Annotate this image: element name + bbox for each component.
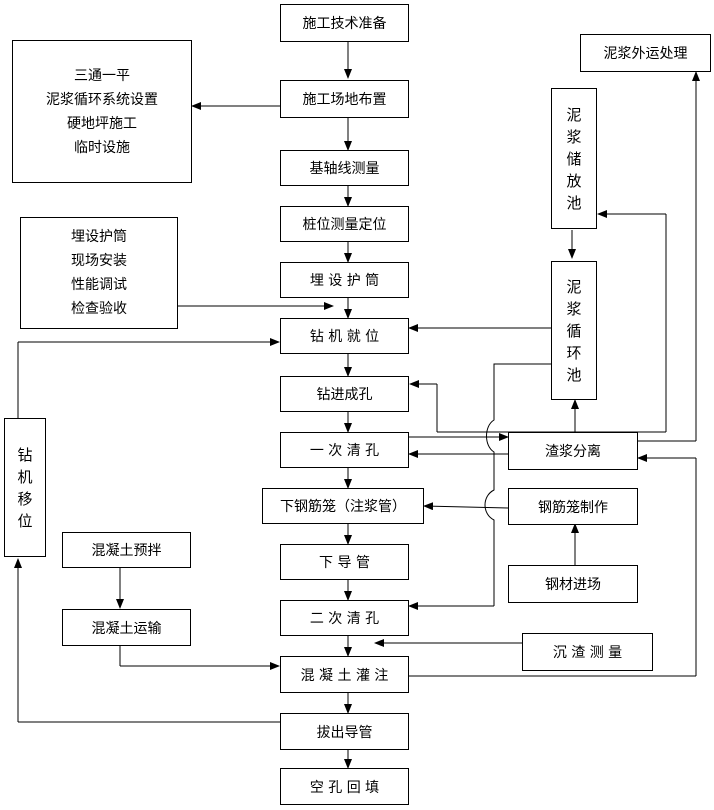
step-label: 钻 机 就 位 [309, 329, 380, 345]
step-box: 施工技术准备 [280, 4, 409, 42]
step-box: 施工场地布置 [280, 80, 409, 118]
casing-step-item: 埋设护筒 [71, 229, 127, 245]
step-box: 桩位测量定位 [280, 206, 409, 242]
step-box: 钻进成孔 [280, 376, 409, 412]
casing-step-item: 现场安装 [71, 253, 127, 269]
mud-circulation-char: 循 [566, 321, 582, 340]
step-label: 钻进成孔 [316, 387, 373, 403]
steel-arrival-label: 钢材进场 [545, 577, 601, 593]
step-box: 混 凝 土 灌 注 [280, 656, 409, 693]
step-label: 拔出导管 [316, 724, 373, 741]
step-label: 施工场地布置 [302, 92, 387, 108]
step-label: 基轴线测量 [309, 161, 380, 177]
step-box: 下 导 管 [280, 544, 409, 580]
rig-move-char: 移 [17, 489, 33, 508]
mud-circulation-char: 池 [566, 365, 582, 384]
step-box: 二 次 清 孔 [280, 600, 409, 636]
mud-storage-box: 泥 浆 储 放 池 [551, 88, 597, 229]
step-label: 施工技术准备 [302, 16, 387, 32]
step-label: 混 凝 土 灌 注 [300, 667, 389, 684]
step-box: 埋 设 护 筒 [280, 262, 409, 298]
rig-move-char: 钻 [17, 445, 33, 464]
mud-circulation-char: 泥 [566, 277, 582, 296]
concrete-transport-box: 混凝土运输 [62, 609, 191, 646]
step-box: 基轴线测量 [280, 150, 409, 186]
slag-separation-box: 渣浆分离 [508, 432, 638, 470]
site-prep-item: 临时设施 [74, 139, 130, 156]
site-prep-item: 三通一平 [74, 67, 130, 84]
step-label: 一 次 清 孔 [309, 443, 380, 459]
step-label: 下 导 管 [319, 555, 370, 571]
site-prep-box: 三通一平 泥浆循环系统设置 硬地坪施工 临时设施 [12, 40, 192, 183]
mud-storage-char: 放 [566, 171, 582, 190]
sediment-measure-box: 沉 渣 测 量 [522, 633, 653, 671]
concrete-mix-label: 混凝土预拌 [91, 543, 162, 559]
mud-storage-char: 储 [566, 149, 582, 168]
mud-storage-char: 浆 [566, 127, 582, 146]
step-box: 拔出导管 [280, 713, 409, 750]
step-label: 埋 设 护 筒 [309, 273, 380, 289]
site-prep-item: 泥浆循环系统设置 [46, 91, 158, 108]
step-box: 钻 机 就 位 [280, 318, 409, 354]
mud-disposal-label: 泥浆外运处理 [603, 46, 688, 62]
sediment-measure-label: 沉 渣 测 量 [552, 645, 623, 661]
step-label: 下钢筋笼（注浆管） [280, 499, 406, 515]
step-box: 空 孔 回 填 [280, 768, 409, 805]
slag-separation-label: 渣浆分离 [545, 444, 601, 460]
step-box: 下钢筋笼（注浆管） [262, 488, 424, 524]
mud-circulation-char: 环 [566, 343, 582, 362]
concrete-mix-box: 混凝土预拌 [62, 532, 191, 568]
step-label: 桩位测量定位 [302, 217, 387, 233]
step-label: 空 孔 回 填 [309, 779, 380, 796]
rig-move-char: 机 [17, 467, 33, 486]
rig-move-box: 钻 机 移 位 [4, 418, 46, 557]
mud-storage-char: 泥 [566, 105, 582, 124]
site-prep-item: 硬地坪施工 [67, 115, 137, 132]
concrete-transport-label: 混凝土运输 [91, 620, 162, 637]
cage-fabrication-label: 钢筋笼制作 [538, 499, 608, 516]
rig-move-char: 位 [17, 511, 33, 530]
steel-arrival-box: 钢材进场 [508, 565, 638, 603]
mud-circulation-char: 浆 [566, 299, 582, 318]
cage-fabrication-box: 钢筋笼制作 [508, 488, 638, 525]
step-label: 二 次 清 孔 [309, 611, 380, 627]
casing-steps-box: 埋设护筒 现场安装 性能调试 检查验收 [20, 217, 178, 329]
mud-storage-char: 池 [566, 193, 582, 212]
casing-step-item: 性能调试 [71, 277, 127, 293]
mud-disposal-box: 泥浆外运处理 [580, 34, 711, 72]
casing-step-item: 检查验收 [71, 301, 127, 317]
mud-circulation-box: 泥 浆 循 环 池 [551, 261, 597, 400]
step-box: 一 次 清 孔 [280, 432, 409, 468]
